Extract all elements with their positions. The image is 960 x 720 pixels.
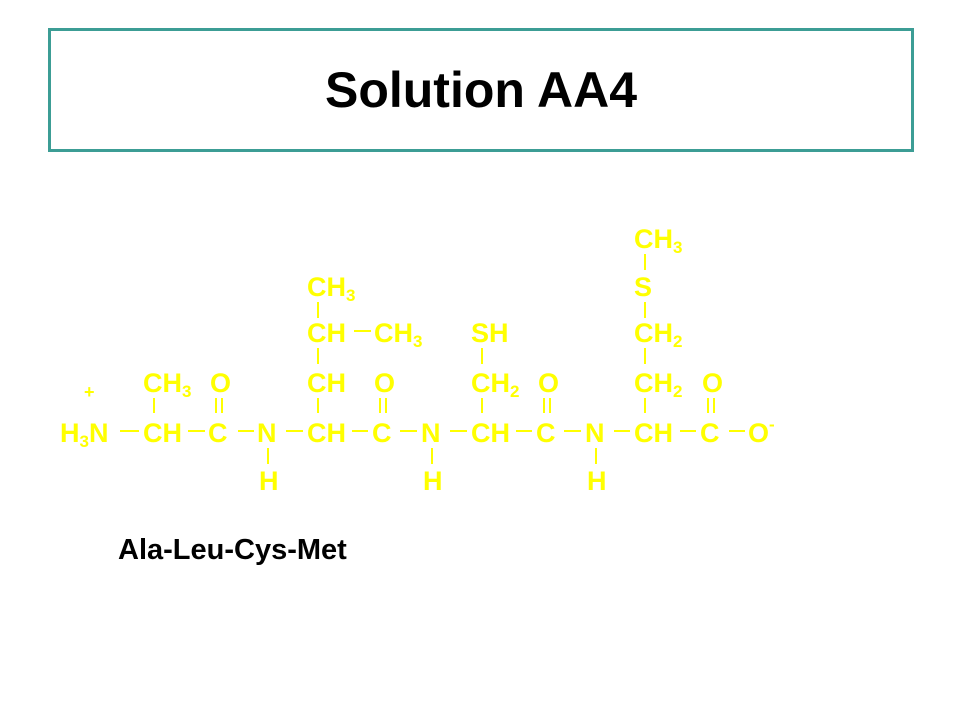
atom-c1: C bbox=[208, 418, 228, 448]
atom-h4: H bbox=[587, 466, 607, 496]
title-box: Solution AA4 bbox=[48, 28, 914, 152]
atom-leu-cd2: CH3 bbox=[374, 318, 422, 351]
atom-cys-ch2: CH2 bbox=[471, 368, 519, 401]
atom-n4: N bbox=[585, 418, 605, 448]
atom-o3: O bbox=[538, 368, 559, 398]
atom-h3: H bbox=[423, 466, 443, 496]
atom-leu-cb: CH bbox=[307, 368, 346, 398]
atom-met-s: S bbox=[634, 272, 652, 302]
atom-c4: C bbox=[700, 418, 720, 448]
atom-n3: N bbox=[421, 418, 441, 448]
atom-ca2: CH bbox=[307, 418, 346, 448]
atom-h3n: H3N bbox=[60, 418, 108, 451]
atom-o2: O bbox=[374, 368, 395, 398]
slide-title: Solution AA4 bbox=[324, 62, 637, 118]
atom-ca3: CH bbox=[471, 418, 510, 448]
atom-ca1: CH bbox=[143, 418, 182, 448]
atom-plus: + bbox=[84, 382, 95, 402]
bonds bbox=[120, 254, 745, 464]
atom-ala-ch3: CH3 bbox=[143, 368, 191, 401]
atom-met-cg: CH2 bbox=[634, 318, 682, 351]
atom-leu-cd1: CH3 bbox=[307, 272, 355, 305]
atom-met-ce: CH3 bbox=[634, 224, 682, 257]
atom-n2: N bbox=[257, 418, 277, 448]
atom-h2: H bbox=[259, 466, 279, 496]
atom-o4: O bbox=[702, 368, 723, 398]
atom-o1: O bbox=[210, 368, 231, 398]
atom-met-cb: CH2 bbox=[634, 368, 682, 401]
atom-o-term: O- bbox=[748, 415, 775, 448]
atom-c2: C bbox=[372, 418, 392, 448]
peptide-sequence: Ala-Leu-Cys-Met bbox=[118, 534, 347, 566]
atom-ca4: CH bbox=[634, 418, 673, 448]
atom-cys-sh: SH bbox=[471, 318, 509, 348]
atom-leu-cg: CH bbox=[307, 318, 346, 348]
atom-c3: C bbox=[536, 418, 556, 448]
